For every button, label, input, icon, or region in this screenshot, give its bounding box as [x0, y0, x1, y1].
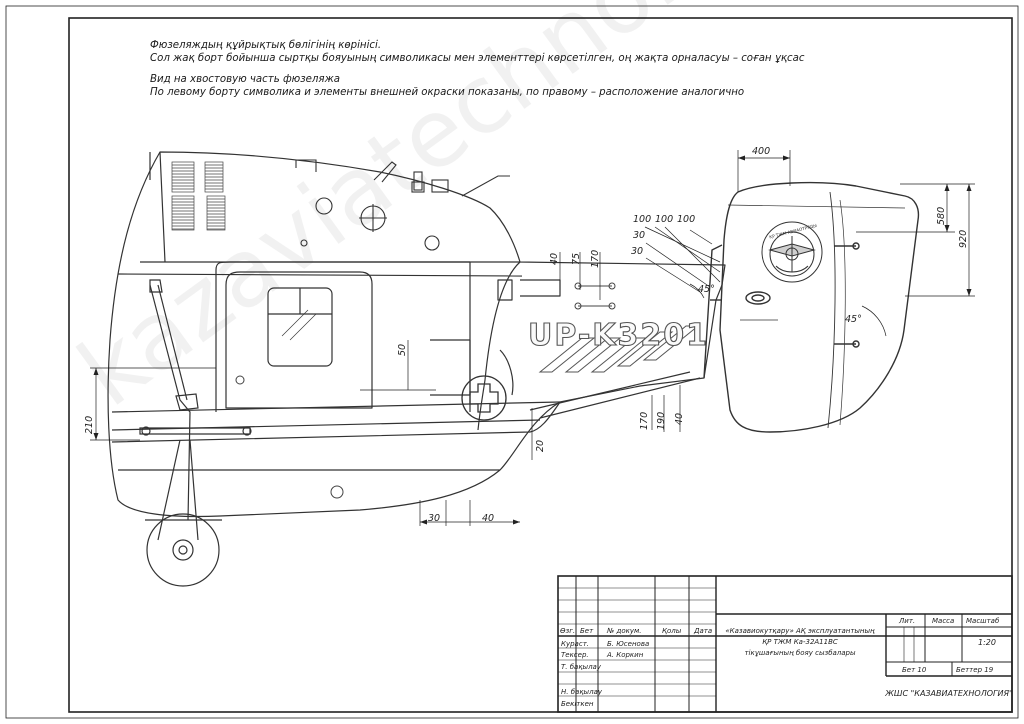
dim-30-a: 30 [633, 230, 645, 241]
tb-role-tech-control: Т. бақылау [561, 663, 602, 671]
dimension-lines [90, 150, 975, 526]
tb-sheet-number: Бет 10 [902, 666, 927, 674]
tb-scale-label: Масштаб [966, 617, 1000, 625]
tb-role-checker: Тексер. [561, 651, 589, 659]
dimension-labels: 400 580 920 100 100 100 30 30 40 75 170 … [84, 146, 969, 524]
drawing-frame [5, 5, 1019, 719]
dim-30-c: 30 [428, 513, 440, 524]
title-block-grid [557, 575, 1013, 713]
dim-210: 210 [84, 416, 95, 434]
note-kz-subtitle: Сол жақ борт бойынша сыртқы бояуының сим… [150, 53, 805, 64]
dim-30-b: 30 [631, 246, 643, 257]
tb-lit-label: Лит. [898, 617, 915, 625]
engine-louvers [171, 161, 226, 231]
tb-header-sheet: Бет [580, 627, 594, 635]
tb-role-norm-control: Н. бақылау [561, 688, 603, 696]
tb-organization: ЖШС "КАЗАВИАТЕХНОЛОГИЯ" [884, 689, 1012, 698]
tb-header-change: Өзг. [560, 627, 575, 635]
cross-emblem [461, 375, 507, 421]
dim-45-b: 45° [845, 314, 862, 325]
tb-role-approved: Бекіткен [561, 700, 594, 708]
tb-header-sign: Қолы [662, 627, 682, 635]
tb-header-date: Дата [693, 627, 712, 635]
dim-170-b: 170 [639, 412, 650, 430]
dim-75: 75 [571, 253, 582, 265]
dim-920: 920 [958, 230, 969, 248]
note-kz-title: Фюзеляждың құйрықтық бөлігінің көрінісі. [150, 40, 382, 51]
louver-block [206, 195, 226, 231]
tb-scale-value: 1:20 [978, 638, 996, 647]
tb-mass-label: Масса [932, 617, 954, 625]
paint-stripes [538, 325, 700, 373]
dimension-arrows [93, 155, 972, 525]
top-fittings [295, 159, 510, 251]
tb-name-checker: А. Коркин [606, 651, 644, 659]
dim-40-b: 40 [674, 413, 685, 425]
cabin-window [267, 287, 333, 367]
aviation-detachment-emblem [761, 221, 823, 283]
dim-50: 50 [397, 344, 408, 356]
tb-role-designer: Кураст. [561, 640, 589, 648]
louver-block [171, 195, 195, 231]
dim-400: 400 [752, 146, 770, 157]
tb-header-docnum: № докум. [606, 627, 642, 635]
dim-40-a: 40 [549, 253, 560, 265]
dim-20: 20 [535, 440, 546, 452]
registration-mark: UP-K3201 [528, 318, 709, 353]
tb-total-sheets: Беттер 19 [956, 666, 994, 674]
dim-190: 190 [656, 412, 667, 430]
note-ru-subtitle: По левому борту символика и элементы вне… [150, 87, 745, 98]
belly-details [235, 282, 616, 499]
tb-description-line-3: тікұшағының бояу сызбалары [744, 649, 856, 657]
dim-40-c: 40 [482, 513, 494, 524]
tb-name-designer: Б. Юсенова [607, 640, 649, 648]
note-ru-title: Вид на хвостовую часть фюзеляжа [150, 74, 340, 85]
dim-100-b: 100 [655, 214, 673, 225]
tb-description-line-2: ҚР ТЖМ Ка-32А11ВС [762, 638, 838, 646]
dim-100-a: 100 [633, 214, 651, 225]
title-block-text: Өзг. Бет № докум. Қолы Дата Кураст. Текс… [560, 617, 1013, 708]
dim-100-c: 100 [677, 214, 695, 225]
dim-45-a: 45° [698, 284, 715, 295]
landing-gear [139, 279, 252, 587]
dim-580: 580 [936, 207, 947, 225]
dim-170-a: 170 [590, 250, 601, 268]
tb-description-line-1: «Казавиокутқару» АҚ эксплуатантының [725, 627, 875, 635]
emblem-inscription: ҚР ТЖМ АВИАОТРЯДЫ [769, 223, 818, 240]
tail-fin [703, 181, 920, 433]
